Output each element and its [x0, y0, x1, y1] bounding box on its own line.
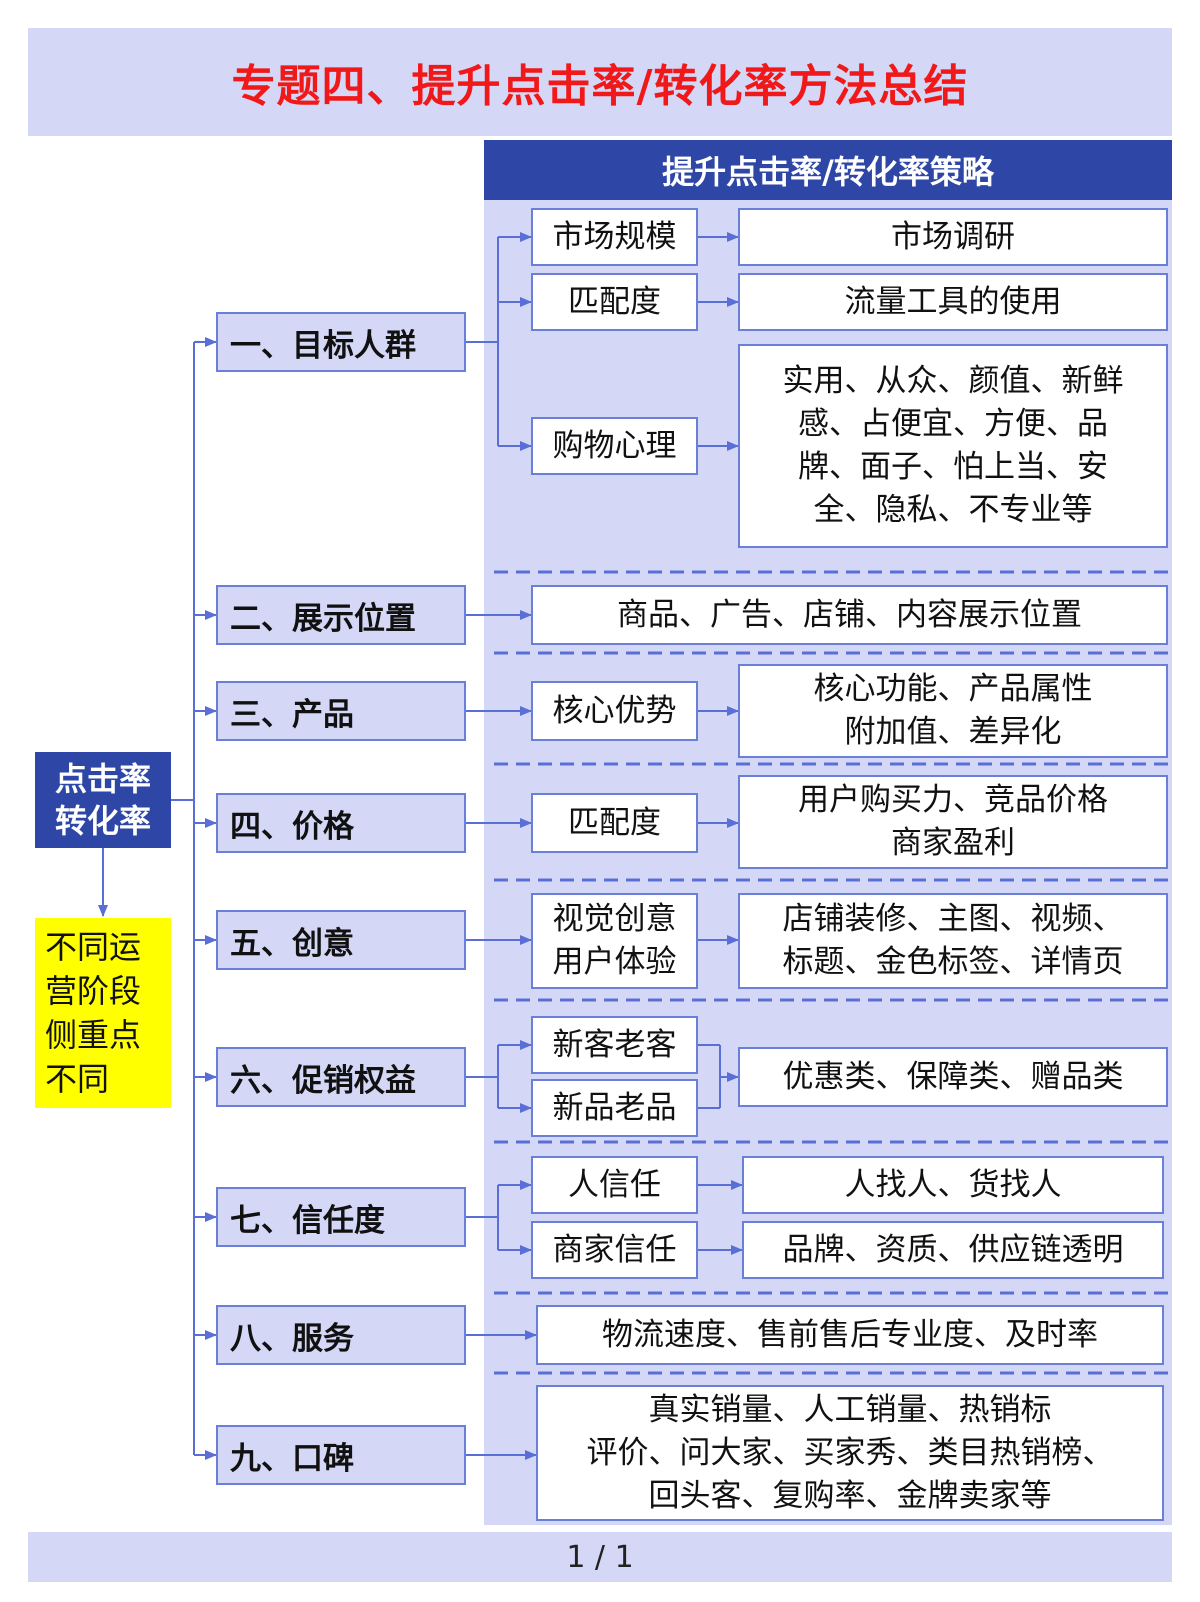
note-box: 不同运 营阶段 侧重点 不同	[35, 918, 171, 1108]
mid-shopping-psychology: 购物心理	[531, 417, 698, 475]
detail-brand-qualification: 品牌、资质、供应链透明	[742, 1221, 1164, 1279]
category-promotion: 六、促销权益	[216, 1047, 466, 1107]
category-trust: 七、信任度	[216, 1187, 466, 1247]
tree-connectors	[98, 232, 743, 1460]
detail-display-positions: 商品、广告、店铺、内容展示位置	[531, 585, 1168, 645]
category-price: 四、价格	[216, 793, 466, 853]
category-target-audience: 一、目标人群	[216, 312, 466, 372]
category-reputation: 九、口碑	[216, 1425, 466, 1485]
mid-new-old-products: 新品老品	[531, 1079, 698, 1137]
page-number: 1 / 1	[28, 1532, 1172, 1582]
detail-traffic-tools: 流量工具的使用	[738, 273, 1168, 331]
category-product: 三、产品	[216, 681, 466, 741]
strategy-header: 提升点击率/转化率策略	[484, 140, 1172, 200]
detail-people-goods: 人找人、货找人	[742, 1156, 1164, 1214]
page-title: 专题四、提升点击率/转化率方法总结	[231, 61, 969, 112]
mid-visual-creative: 视觉创意 用户体验	[531, 893, 698, 989]
mid-personal-trust: 人信任	[531, 1156, 698, 1214]
detail-promotion-types: 优惠类、保障类、赠品类	[738, 1047, 1168, 1107]
mid-market-size: 市场规模	[531, 208, 698, 266]
detail-price-factors: 用户购买力、竞品价格 商家盈利	[738, 775, 1168, 869]
mid-matching-degree: 匹配度	[531, 273, 698, 331]
mid-price-matching: 匹配度	[531, 793, 698, 853]
detail-reputation-factors: 真实销量、人工销量、热销标 评价、问大家、买家秀、类目热销榜、 回头客、复购率、…	[536, 1385, 1164, 1521]
mid-new-old-customers: 新客老客	[531, 1016, 698, 1074]
category-service: 八、服务	[216, 1305, 466, 1365]
category-display-position: 二、展示位置	[216, 585, 466, 645]
root-node: 点击率 转化率	[35, 752, 171, 848]
mid-merchant-trust: 商家信任	[531, 1221, 698, 1279]
detail-service-factors: 物流速度、售前售后专业度、及时率	[536, 1305, 1164, 1365]
mid-core-advantage: 核心优势	[531, 681, 698, 741]
detail-market-research: 市场调研	[738, 208, 1168, 266]
section-dividers	[494, 570, 1168, 1375]
detail-core-features: 核心功能、产品属性 附加值、差异化	[738, 664, 1168, 758]
detail-creative-elements: 店铺装修、主图、视频、 标题、金色标签、详情页	[738, 893, 1168, 989]
category-creative: 五、创意	[216, 910, 466, 970]
detail-psychology-list: 实用、从众、颜值、新鲜 感、占便宜、方便、品 牌、面子、怕上当、安 全、隐私、不…	[738, 344, 1168, 548]
title-band	[28, 28, 1172, 136]
